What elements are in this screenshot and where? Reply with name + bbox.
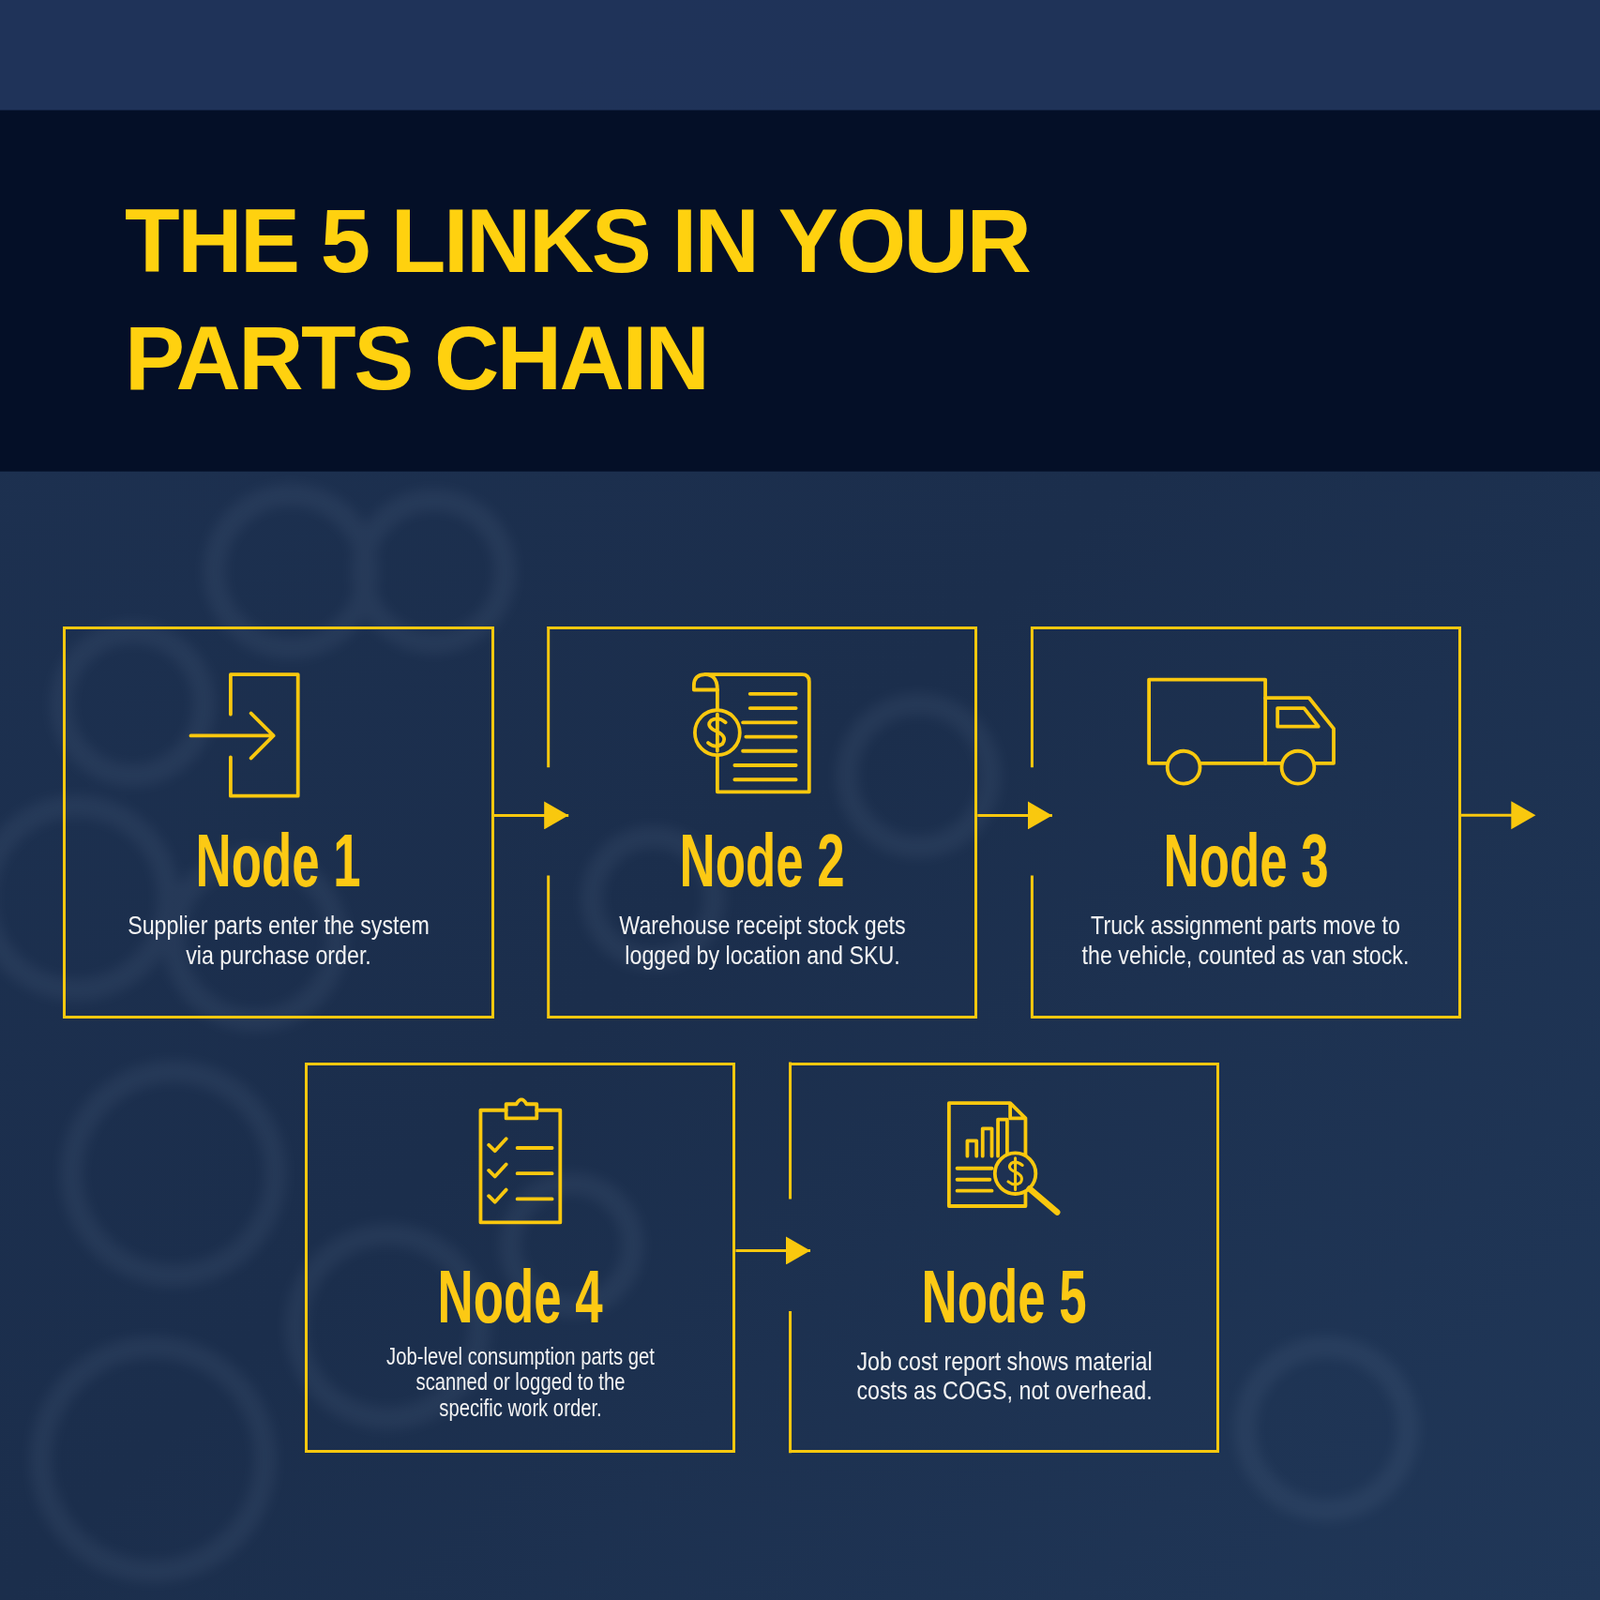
arrow-shaft	[1461, 814, 1515, 817]
pipe-end	[71, 1071, 276, 1276]
clipboard-clip	[506, 1099, 538, 1118]
flow-arrow	[735, 1249, 811, 1253]
pipe-end	[0, 806, 169, 991]
node-heading: Node 5	[863, 1255, 1145, 1339]
check-lines	[517, 1147, 553, 1199]
pipe-end	[213, 495, 367, 649]
process-box: Node 3 Truck assignment parts move to the…	[1030, 626, 1462, 1019]
clipboard-board	[480, 1110, 560, 1223]
box-border-segment	[788, 1062, 792, 1454]
pipe-end	[60, 633, 204, 776]
bar-chart	[966, 1119, 1007, 1157]
checklist-icon	[480, 1099, 560, 1223]
pipe-end	[846, 704, 990, 847]
node-description: Job-level consumption parts get scanned …	[384, 1343, 657, 1422]
node-heading: Node 4	[379, 1255, 661, 1339]
enter-icon	[190, 674, 298, 796]
report-lines	[957, 1168, 993, 1192]
flow-arrow	[977, 814, 1053, 817]
process-box: Node 1 Supplier parts enter the system vi…	[62, 626, 494, 1019]
title-band	[0, 110, 1600, 472]
truck-wheel	[1167, 751, 1201, 785]
page-lines	[734, 694, 796, 780]
check-marks	[488, 1138, 506, 1202]
node-description: Truck assignment parts move to the vehic…	[1078, 910, 1414, 970]
node-heading: Node 2	[621, 819, 903, 903]
page-curl	[705, 674, 718, 690]
diagram-title: THE 5 LINKS IN YOUR PARTS CHAIN	[124, 181, 1072, 417]
box-border-segment	[546, 626, 550, 1019]
dollar-sign	[708, 714, 725, 752]
page-outline	[694, 674, 810, 792]
truck-cargo	[1148, 679, 1266, 764]
continuation-arrow	[1461, 800, 1536, 830]
node-heading: Node 1	[137, 819, 419, 903]
top-strip	[0, 0, 1600, 111]
dollar-sign	[1008, 1158, 1023, 1191]
process-box: Node 2 Warehouse receipt stock gets logge…	[546, 626, 978, 1019]
node-description: Warehouse receipt stock gets logged by l…	[606, 910, 919, 970]
node-description: Job cost report shows material costs as …	[844, 1346, 1163, 1406]
coin	[694, 709, 740, 755]
magnifier-handle	[1029, 1189, 1057, 1213]
node-heading: Node 3	[1105, 819, 1387, 903]
enter-arrow	[190, 713, 273, 759]
pipe-end	[41, 1346, 266, 1571]
box-border-segment	[1030, 626, 1034, 1019]
node-description: Supplier parts enter the system via purc…	[122, 910, 435, 970]
pipe-end	[362, 499, 505, 643]
invoice-icon	[694, 674, 810, 792]
truck-window	[1277, 708, 1319, 727]
report-icon	[949, 1102, 1057, 1212]
process-box: Node 5 Job cost report shows material cos…	[788, 1062, 1220, 1454]
truck-wheel	[1282, 751, 1315, 785]
pipe-texture	[0, 495, 1408, 1572]
flow-arrow	[494, 814, 570, 817]
pipe-end	[1244, 1346, 1408, 1510]
truck-icon	[1148, 679, 1334, 785]
process-box: Node 4Job-level consumption parts get sc…	[304, 1062, 736, 1454]
arrow-head	[1510, 800, 1536, 830]
